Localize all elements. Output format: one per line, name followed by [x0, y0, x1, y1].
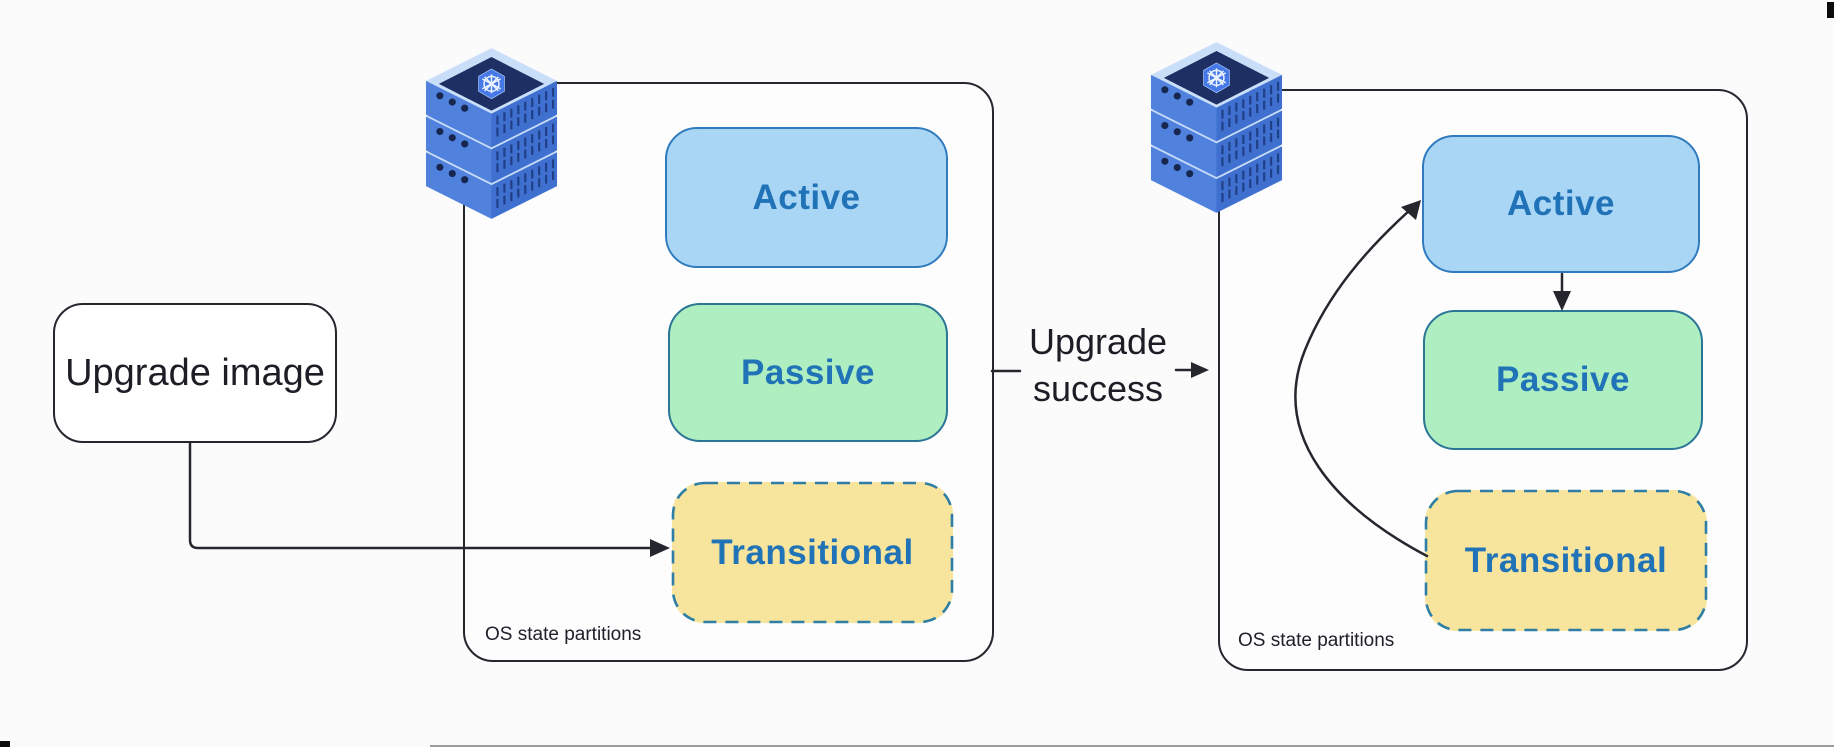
left-active-label: Active	[752, 177, 861, 217]
left-cluster-caption: OS state partitions	[485, 624, 642, 645]
left-active-partition: Active	[665, 127, 948, 268]
upgrade-image-label: Upgrade image	[65, 351, 325, 394]
right-active-partition: Active	[1422, 135, 1700, 273]
upgrade-image-node: Upgrade image	[53, 303, 337, 443]
screen-artifact-bottom-edge	[430, 745, 1834, 747]
screen-artifact-top-right	[1827, 2, 1834, 18]
screen-artifact-bottom-left	[0, 741, 10, 747]
left-passive-partition: Passive	[668, 303, 948, 442]
kubernetes-server-icon	[425, 48, 558, 219]
left-transitional-partition: Transitional	[672, 482, 953, 623]
upgrade-success-line2: success	[1032, 368, 1164, 409]
right-transitional-partition: Transitional	[1425, 490, 1707, 631]
right-transitional-label: Transitional	[1464, 540, 1668, 580]
left-transitional-label: Transitional	[711, 532, 914, 572]
right-passive-partition: Passive	[1423, 310, 1703, 450]
right-passive-label: Passive	[1496, 360, 1630, 399]
right-active-label: Active	[1506, 184, 1616, 223]
upgrade-success-line1: Upgrade	[1028, 321, 1168, 362]
right-cluster-caption: OS state partitions	[1238, 630, 1395, 651]
left-passive-label: Passive	[741, 352, 875, 392]
kubernetes-server-icon	[1149, 42, 1284, 213]
upgrade-success-edge-label: Upgrade success	[1000, 318, 1196, 412]
